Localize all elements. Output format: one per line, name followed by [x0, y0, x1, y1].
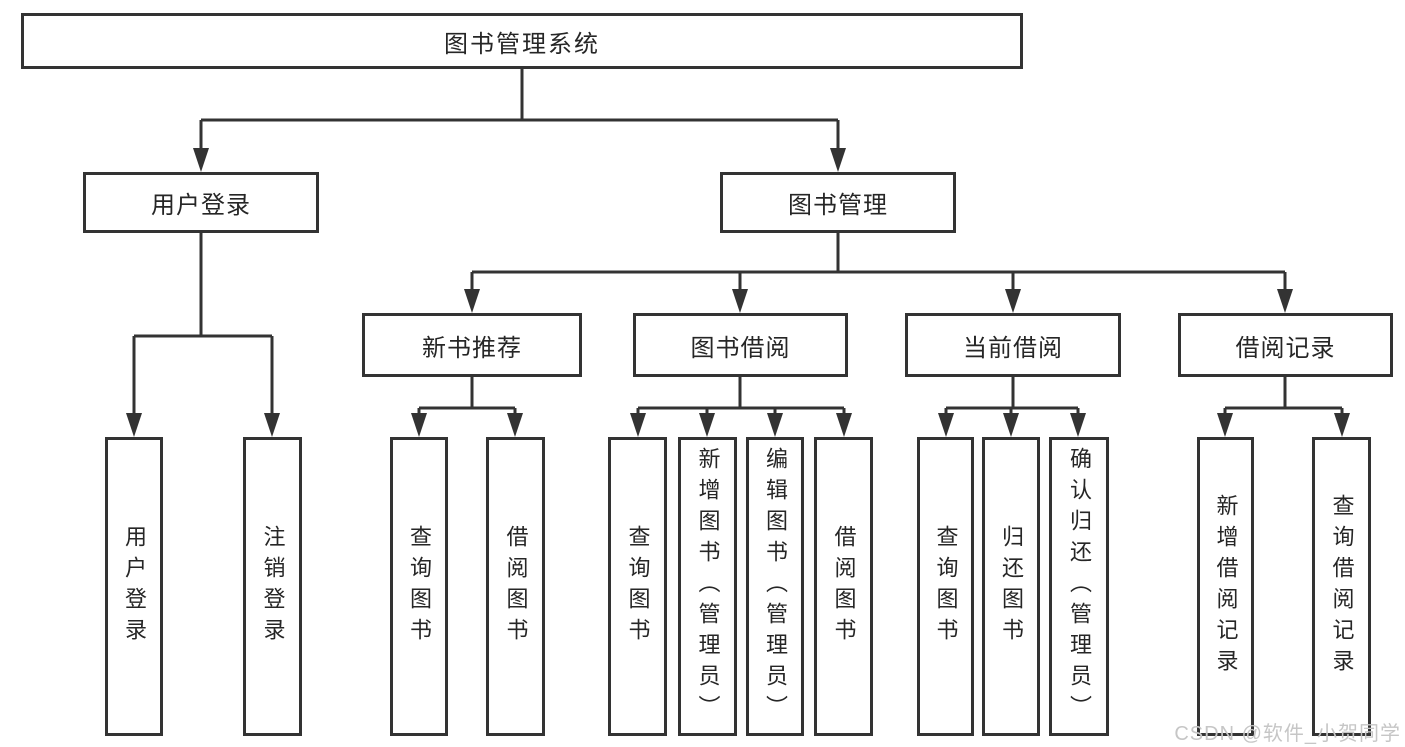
- node-user-login: 用户登录: [83, 172, 319, 233]
- connector-borrowing-records-branch: [1223, 377, 1344, 430]
- leaf-user-login: 用户登录: [105, 437, 163, 736]
- node-label: 查询图书: [625, 524, 651, 649]
- connector-book-management-branch: [470, 233, 1287, 307]
- node-label: 查询借阅记录: [1329, 493, 1355, 680]
- node-label: 图书管理系统: [444, 30, 600, 58]
- leaf-borrow-books-1: 借阅图书: [486, 437, 545, 736]
- node-label: 用户登录: [122, 524, 147, 649]
- arrow-leaf-query-books-2: [630, 413, 646, 437]
- arrow-leaf-user-login: [126, 413, 142, 437]
- leaf-query-borrow-record: 查询借阅记录: [1312, 437, 1371, 736]
- csdn-watermark: CSDN @软件_小贺同学: [1174, 723, 1401, 745]
- node-label: 新增图书（管理员）: [695, 447, 721, 726]
- node-label: 图书借阅: [690, 334, 791, 362]
- node-library-management-system: 图书管理系统: [21, 13, 1023, 69]
- node-label: 图书管理: [788, 192, 888, 219]
- node-label: 查询图书: [933, 524, 959, 649]
- node-label: 借阅图书: [831, 524, 857, 649]
- connector-l2-legs: [199, 120, 840, 166]
- leaf-add-borrow-record: 新增借阅记录: [1197, 437, 1254, 736]
- arrow-leaf-add-borrow-record: [1217, 413, 1233, 437]
- arrow-leaf-return-books: [1003, 413, 1019, 437]
- arrow-leaf-borrow-books-1: [507, 413, 523, 437]
- node-label: 归还图书: [999, 524, 1024, 649]
- node-book-borrowing: 图书借阅: [633, 313, 848, 377]
- arrow-borrowing-records: [1277, 289, 1293, 313]
- node-book-management: 图书管理: [720, 172, 956, 233]
- node-label: 注销登录: [260, 524, 286, 649]
- node-label: 编辑图书（管理员）: [763, 447, 788, 726]
- leaf-confirm-return-admin: 确认归还（管理员）: [1049, 437, 1109, 736]
- node-label: 借阅记录: [1235, 334, 1336, 362]
- arrow-leaf-query-books-3: [938, 413, 954, 437]
- node-label: 新书推荐: [422, 334, 522, 362]
- arrow-new-book-recommendation: [464, 289, 480, 313]
- node-label: 查询图书: [407, 524, 432, 649]
- node-label: 借阅图书: [503, 524, 529, 649]
- arrow-leaf-logout: [264, 413, 280, 437]
- connector-user-login-branch: [132, 233, 274, 430]
- arrow-book-borrowing: [732, 289, 748, 313]
- leaf-query-books-3: 查询图书: [917, 437, 974, 736]
- arrow-leaf-edit-books: [767, 413, 783, 437]
- node-label: 新增借阅记录: [1213, 493, 1239, 680]
- leaf-borrow-books-2: 借阅图书: [814, 437, 873, 736]
- arrow-leaf-borrow-books-2: [836, 413, 852, 437]
- arrow-leaf-confirm-return: [1070, 413, 1086, 437]
- leaf-edit-books-admin: 编辑图书（管理员）: [746, 437, 804, 736]
- node-label: 当前借阅: [963, 334, 1063, 362]
- arrow-book-management: [830, 148, 846, 172]
- node-label: 用户登录: [151, 192, 251, 219]
- node-new-book-recommendation: 新书推荐: [362, 313, 582, 377]
- connector-new-book-branch: [417, 377, 517, 430]
- connector-book-borrowing-branch: [636, 377, 846, 430]
- leaf-return-books: 归还图书: [982, 437, 1040, 736]
- arrow-current-borrowing: [1005, 289, 1021, 313]
- arrow-leaf-query-borrow-record: [1334, 413, 1350, 437]
- node-label: 确认归还（管理员）: [1067, 447, 1092, 726]
- node-current-borrowing: 当前借阅: [905, 313, 1121, 377]
- leaf-query-books-2: 查询图书: [608, 437, 667, 736]
- leaf-query-books-1: 查询图书: [390, 437, 448, 736]
- node-borrowing-records: 借阅记录: [1178, 313, 1393, 377]
- arrow-leaf-query-books-1: [411, 413, 427, 437]
- leaf-add-books-admin: 新增图书（管理员）: [678, 437, 737, 736]
- leaf-logout: 注销登录: [243, 437, 302, 736]
- arrow-leaf-add-books: [699, 413, 715, 437]
- arrow-user-login: [193, 148, 209, 172]
